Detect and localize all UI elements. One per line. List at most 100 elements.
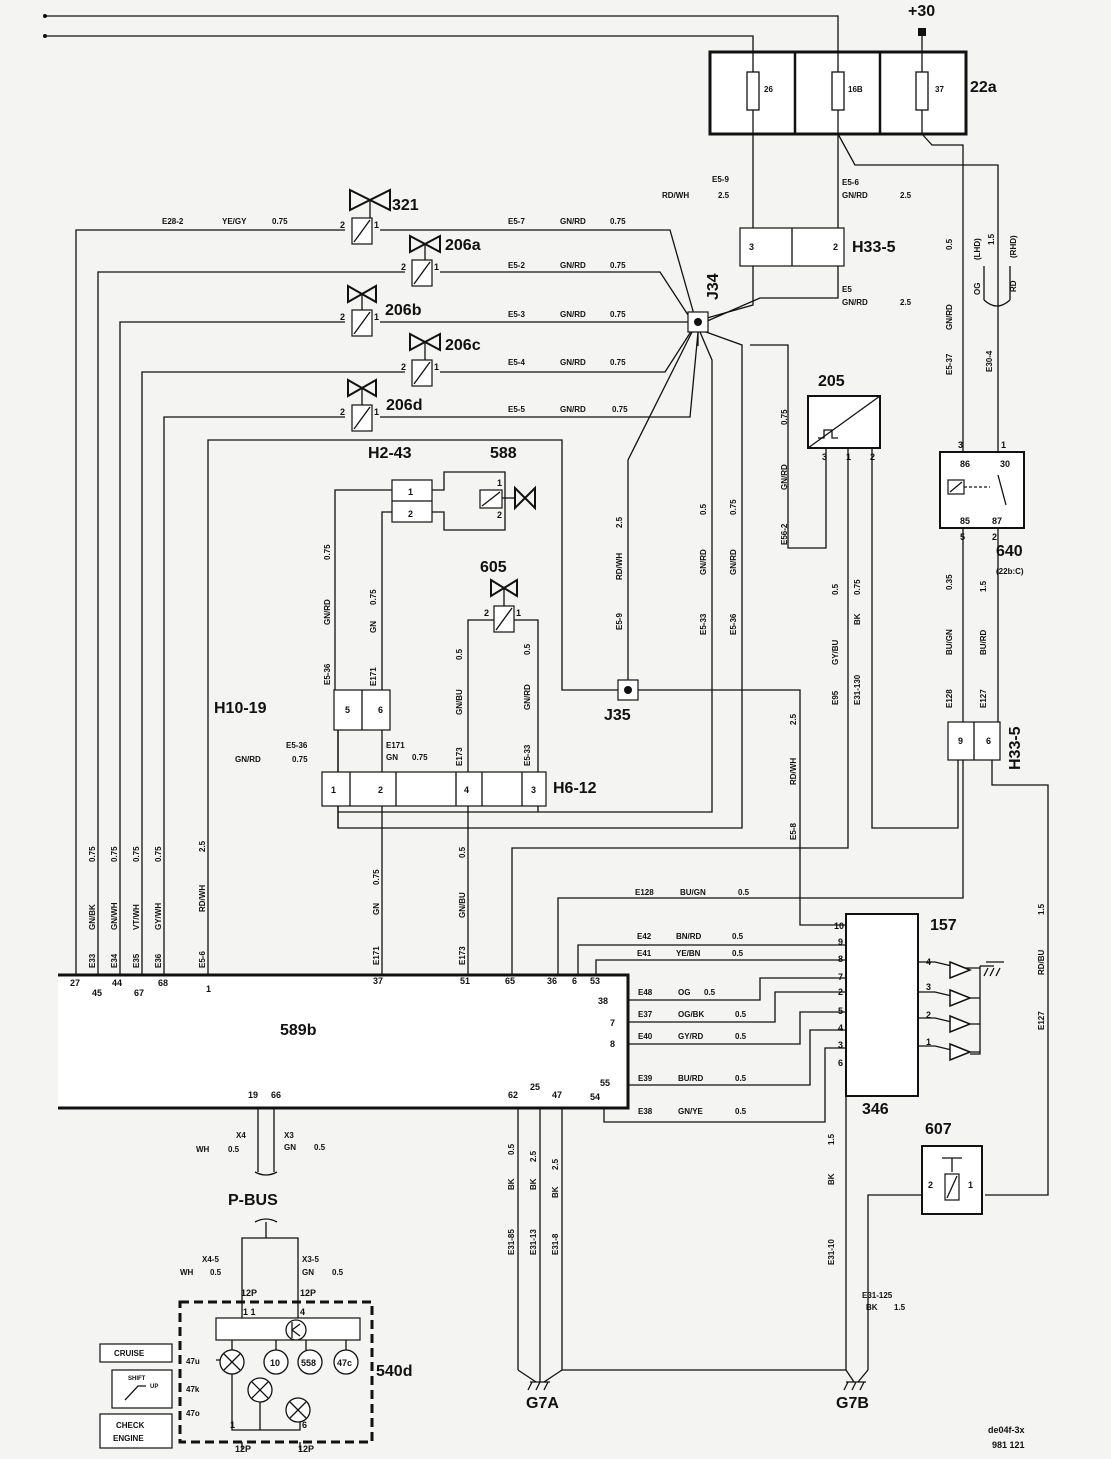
svg-text:540d: 540d bbox=[376, 1363, 412, 1380]
ground-g7b: G7B bbox=[836, 1369, 869, 1412]
svg-text:47c: 47c bbox=[337, 1358, 352, 1368]
svg-text:YE/BN: YE/BN bbox=[676, 949, 701, 958]
svg-text:6: 6 bbox=[986, 736, 991, 746]
svg-text:2: 2 bbox=[340, 220, 345, 230]
svg-text:E128: E128 bbox=[945, 689, 954, 708]
svg-text:206a: 206a bbox=[445, 237, 481, 254]
svg-text:2: 2 bbox=[838, 987, 843, 997]
lamp-47u bbox=[219, 1349, 245, 1375]
svg-text:19: 19 bbox=[248, 1090, 258, 1100]
svg-text:8: 8 bbox=[838, 954, 843, 964]
svg-text:E31-13: E31-13 bbox=[529, 1229, 538, 1255]
svg-text:6: 6 bbox=[302, 1420, 307, 1430]
svg-text:12P: 12P bbox=[241, 1288, 257, 1298]
switch-contacts-157: 4 3 2 1 bbox=[918, 957, 981, 1062]
svg-text:E171: E171 bbox=[369, 667, 378, 686]
svg-text:BK: BK bbox=[551, 1186, 560, 1198]
svg-text:E34: E34 bbox=[110, 953, 119, 968]
svg-text:RD/BU: RD/BU bbox=[1037, 949, 1046, 975]
svg-text:3: 3 bbox=[838, 1040, 843, 1050]
svg-text:1.5: 1.5 bbox=[979, 580, 988, 592]
svg-text:5: 5 bbox=[345, 705, 350, 715]
svg-text:E5-3: E5-3 bbox=[508, 310, 525, 319]
svg-text:1: 1 bbox=[968, 1180, 973, 1190]
svg-text:GN/RD: GN/RD bbox=[560, 217, 586, 226]
legend-shift-up bbox=[111, 1369, 173, 1409]
svg-text:J35: J35 bbox=[604, 707, 631, 724]
svg-text:0.5: 0.5 bbox=[735, 1010, 747, 1019]
svg-text:12P: 12P bbox=[300, 1288, 316, 1298]
svg-text:45: 45 bbox=[92, 988, 102, 998]
svg-text:X4-5: X4-5 bbox=[202, 1255, 219, 1264]
svg-text:1: 1 bbox=[230, 1420, 235, 1430]
svg-text:E38: E38 bbox=[638, 1107, 653, 1116]
svg-text:2.5: 2.5 bbox=[529, 1150, 538, 1162]
valve-588: 12 bbox=[479, 478, 536, 520]
svg-text:0.75: 0.75 bbox=[154, 846, 163, 862]
svg-text:GY/BU: GY/BU bbox=[831, 639, 840, 665]
svg-text:37: 37 bbox=[373, 976, 383, 986]
svg-text:GN/RD: GN/RD bbox=[560, 261, 586, 270]
page-number: 981 121 bbox=[992, 1440, 1025, 1450]
svg-text:UP: UP bbox=[150, 1384, 158, 1390]
svg-text:VT/WH: VT/WH bbox=[132, 904, 141, 930]
svg-text:5: 5 bbox=[838, 1006, 843, 1016]
svg-text:0.5: 0.5 bbox=[210, 1268, 222, 1277]
svg-text:RD/WH: RD/WH bbox=[198, 885, 207, 912]
svg-text:E5-36: E5-36 bbox=[323, 663, 332, 685]
svg-text:0.75: 0.75 bbox=[369, 589, 378, 605]
svg-text:SHIFT: SHIFT bbox=[128, 1376, 146, 1382]
svg-text:E5-7: E5-7 bbox=[508, 217, 525, 226]
svg-text:9: 9 bbox=[838, 937, 843, 947]
svg-text:OG: OG bbox=[678, 988, 690, 997]
svg-text:2: 2 bbox=[992, 532, 997, 542]
svg-text:GN/RD: GN/RD bbox=[560, 405, 586, 414]
svg-text:H33-5: H33-5 bbox=[1007, 726, 1024, 770]
svg-text:607: 607 bbox=[925, 1121, 952, 1138]
svg-text:0.75: 0.75 bbox=[610, 261, 626, 270]
svg-text:0.5: 0.5 bbox=[735, 1107, 747, 1116]
wire-end-dot bbox=[43, 34, 47, 38]
feed-wire-top bbox=[45, 15, 839, 55]
svg-text:E31-125: E31-125 bbox=[862, 1291, 893, 1300]
svg-text:0.5: 0.5 bbox=[455, 648, 464, 660]
svg-text:26: 26 bbox=[764, 85, 773, 94]
svg-text:0.75: 0.75 bbox=[729, 499, 738, 515]
svg-text:66: 66 bbox=[271, 1090, 281, 1100]
svg-text:E41: E41 bbox=[637, 949, 652, 958]
feed-wire-second bbox=[45, 35, 754, 55]
svg-text:588: 588 bbox=[490, 445, 517, 462]
svg-text:1: 1 bbox=[374, 220, 379, 230]
svg-text:6: 6 bbox=[378, 705, 383, 715]
svg-text:157: 157 bbox=[930, 917, 957, 934]
svg-text:2: 2 bbox=[497, 510, 502, 520]
svg-text:12P: 12P bbox=[235, 1444, 251, 1454]
switch-block-346 bbox=[845, 913, 919, 1097]
svg-text:605: 605 bbox=[480, 559, 507, 576]
lamp-47o bbox=[285, 1397, 311, 1423]
svg-text:E95: E95 bbox=[831, 690, 840, 705]
ground-g7a: G7A bbox=[517, 1369, 563, 1412]
svg-text:3: 3 bbox=[531, 785, 536, 795]
svg-text:44: 44 bbox=[112, 978, 122, 988]
svg-text:GN: GN bbox=[372, 903, 381, 915]
svg-text:X4: X4 bbox=[236, 1131, 246, 1140]
svg-text:E56-2: E56-2 bbox=[780, 523, 789, 545]
svg-text:E5-33: E5-33 bbox=[523, 744, 532, 766]
svg-text:G7A: G7A bbox=[526, 1395, 559, 1412]
svg-text:206c: 206c bbox=[445, 337, 481, 354]
svg-text:BK: BK bbox=[853, 613, 862, 625]
h33-5-top-label: H33-5 bbox=[852, 239, 896, 256]
svg-text:3: 3 bbox=[749, 242, 754, 252]
svg-text:2: 2 bbox=[401, 262, 406, 272]
svg-text:GN: GN bbox=[369, 621, 378, 633]
svg-text:GN: GN bbox=[386, 753, 398, 762]
svg-text:BK: BK bbox=[866, 1303, 878, 1312]
wire-end-dot bbox=[43, 14, 47, 18]
svg-text:0.75: 0.75 bbox=[292, 755, 308, 764]
svg-text:BU/GN: BU/GN bbox=[680, 888, 706, 897]
